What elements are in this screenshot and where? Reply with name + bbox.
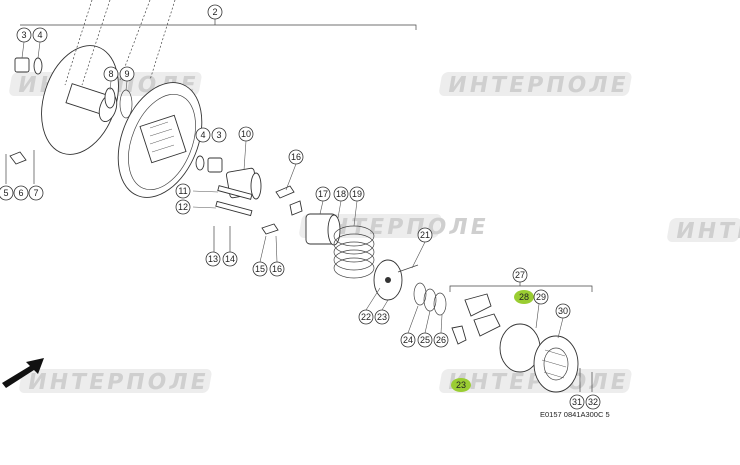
hub-30 xyxy=(499,323,579,393)
svg-text:30: 30 xyxy=(558,306,568,316)
svg-text:23: 23 xyxy=(377,312,387,322)
callout[interactable]: 26 xyxy=(433,332,449,348)
svg-text:4: 4 xyxy=(37,30,42,40)
callout[interactable]: 9 xyxy=(119,66,135,82)
svg-text:8: 8 xyxy=(108,69,113,79)
svg-text:25: 25 xyxy=(420,335,430,345)
callout[interactable]: 18 xyxy=(333,186,349,202)
callout[interactable]: 29 xyxy=(533,289,549,305)
screws-31-32 xyxy=(579,368,593,392)
o-rings-24-26 xyxy=(413,282,447,316)
callout[interactable]: 19 xyxy=(349,186,365,202)
svg-text:6: 6 xyxy=(18,188,23,198)
callout[interactable]: 24 xyxy=(400,332,416,348)
pulley-half xyxy=(117,82,203,198)
svg-text:27: 27 xyxy=(515,270,525,280)
bracket-2 xyxy=(20,19,417,30)
callout[interactable]: 22 xyxy=(358,309,374,325)
callout[interactable]: 17 xyxy=(315,186,331,202)
callout[interactable]: 16 xyxy=(288,149,304,165)
svg-text:16: 16 xyxy=(272,264,282,274)
callouts: 2 3 4 8 9 4 3 10 16 5 6 7 11 12 17 18 19… xyxy=(0,4,601,410)
highlight-markers xyxy=(451,290,534,392)
svg-text:19: 19 xyxy=(352,189,362,199)
svg-text:10: 10 xyxy=(241,129,251,139)
plate-23 xyxy=(373,259,419,301)
svg-text:17: 17 xyxy=(318,189,328,199)
callout[interactable]: 21 xyxy=(417,227,433,243)
callout[interactable]: 10 xyxy=(238,126,254,142)
svg-text:3: 3 xyxy=(216,130,221,140)
callout[interactable]: 23 xyxy=(374,309,390,325)
svg-text:11: 11 xyxy=(178,186,187,196)
drawing-code: E0157 0841A300C 5 xyxy=(540,410,610,419)
callout[interactable]: 30 xyxy=(555,303,571,319)
highlight-23 xyxy=(451,378,471,392)
svg-text:3: 3 xyxy=(21,30,26,40)
callout[interactable]: 23 xyxy=(454,378,468,392)
watermark-text: ИНТЕРПОЛЕ xyxy=(26,369,211,395)
direction-arrow-icon xyxy=(2,358,44,388)
svg-text:31: 31 xyxy=(572,397,582,407)
callout[interactable]: 16 xyxy=(269,261,285,277)
weights-28 xyxy=(451,293,501,345)
callout[interactable]: 5 xyxy=(0,185,14,201)
upper-disc xyxy=(41,0,176,155)
svg-text:26: 26 xyxy=(436,335,446,345)
svg-text:15: 15 xyxy=(255,264,265,274)
svg-text:12: 12 xyxy=(178,202,188,212)
callout[interactable]: 7 xyxy=(28,185,44,201)
callout[interactable]: 28 xyxy=(517,290,531,304)
svg-text:2: 2 xyxy=(212,7,217,17)
callout[interactable]: 32 xyxy=(585,394,601,410)
callout[interactable]: 3 xyxy=(211,127,227,143)
sleeve-3-mid xyxy=(195,155,223,173)
svg-text:22: 22 xyxy=(361,312,371,322)
callout[interactable]: 3 xyxy=(16,27,32,43)
svg-text:13: 13 xyxy=(208,254,218,264)
svg-text:29: 29 xyxy=(536,292,546,302)
pins-11-12 xyxy=(215,185,253,217)
callout[interactable]: 12 xyxy=(175,199,191,215)
fasteners xyxy=(5,150,231,252)
svg-text:21: 21 xyxy=(420,230,430,240)
callout[interactable]: 2 xyxy=(207,4,223,20)
callout[interactable]: 4 xyxy=(195,127,211,143)
watermark-text: ИНТЕРПОЛЕ xyxy=(674,218,740,244)
cage-17 xyxy=(305,213,341,246)
svg-text:5: 5 xyxy=(3,188,8,198)
watermark-text: ИНТЕРПОЛЕ xyxy=(446,72,631,98)
clip-16 xyxy=(261,185,303,235)
svg-text:23: 23 xyxy=(456,380,466,390)
callout[interactable]: 11 xyxy=(175,183,191,199)
callout[interactable]: 27 xyxy=(512,267,528,283)
svg-text:24: 24 xyxy=(403,335,413,345)
callout[interactable]: 14 xyxy=(222,251,238,267)
watermark-group: ИНТЕРПОЛЕ ИНТЕРПОЛЕ ИНТЕРПОЛЕ ИНТЕРПОЛЕ … xyxy=(9,72,740,395)
svg-text:4: 4 xyxy=(200,130,205,140)
callout[interactable]: 8 xyxy=(103,66,119,82)
svg-text:28: 28 xyxy=(519,292,529,302)
svg-text:18: 18 xyxy=(336,189,346,199)
svg-text:14: 14 xyxy=(225,254,235,264)
callout[interactable]: 15 xyxy=(252,261,268,277)
svg-text:16: 16 xyxy=(291,152,301,162)
callout[interactable]: 31 xyxy=(569,394,585,410)
sleeve-3-upper xyxy=(14,57,43,75)
leader-lines xyxy=(21,41,564,339)
highlight-28 xyxy=(514,290,534,304)
callout[interactable]: 13 xyxy=(205,251,221,267)
callout[interactable]: 6 xyxy=(13,185,29,201)
callout[interactable]: 4 xyxy=(32,27,48,43)
callout[interactable]: 25 xyxy=(417,332,433,348)
svg-text:32: 32 xyxy=(588,397,598,407)
svg-text:7: 7 xyxy=(33,188,38,198)
svg-text:9: 9 xyxy=(124,69,129,79)
